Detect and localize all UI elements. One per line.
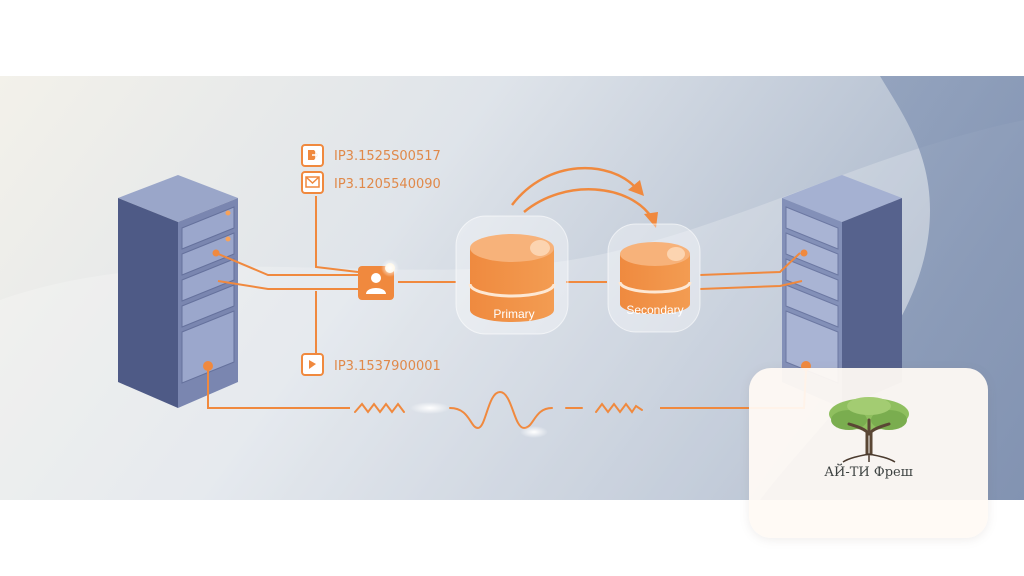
tree-icon xyxy=(829,397,909,463)
signal-glow xyxy=(410,402,450,414)
left-server-rack xyxy=(118,175,238,408)
secondary-database: Secondary xyxy=(607,223,701,333)
connector-node xyxy=(800,249,808,257)
primary-database-label: Primary xyxy=(493,307,534,321)
connector-node xyxy=(212,249,220,257)
primary-database: Primary xyxy=(455,215,569,335)
ip-label: IP3.1525S00517 xyxy=(334,149,441,164)
ip-label: IP3.1537900001 xyxy=(334,359,441,374)
user-icon xyxy=(358,259,399,300)
user-plus-icon xyxy=(301,144,324,167)
signal-waveform xyxy=(354,390,643,430)
ip-label: IP3.1205540090 xyxy=(334,177,441,192)
secondary-database-label: Secondary xyxy=(626,303,683,317)
mail-icon xyxy=(301,171,324,194)
connector-node xyxy=(203,361,213,371)
replication-arrows xyxy=(511,166,658,228)
connection-lines xyxy=(207,196,807,409)
logo-text: АЙ-ТИ Фреш xyxy=(824,465,913,480)
signal-glow xyxy=(520,426,548,438)
right-server-rack xyxy=(782,175,902,408)
device-icon xyxy=(301,353,324,376)
logo-card: АЙ-ТИ Фреш xyxy=(749,368,988,538)
